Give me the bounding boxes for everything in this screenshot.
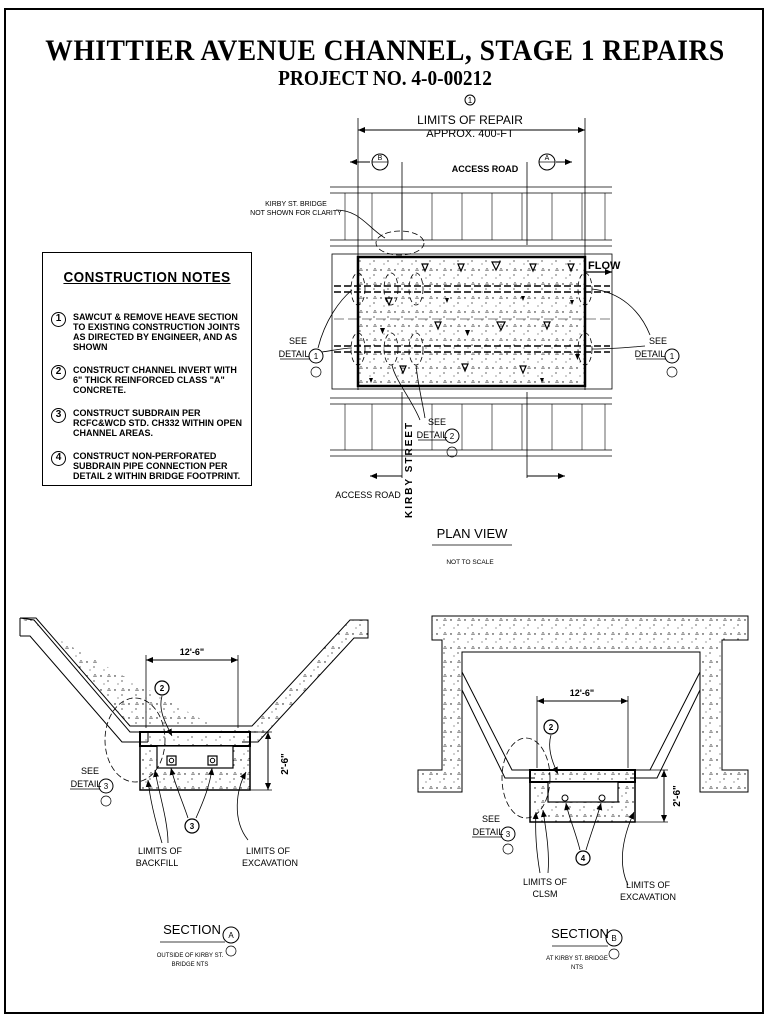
section-a-caption-2: BRIDGE NTS [172,962,209,968]
section-b-note-4: 4 [581,854,586,863]
concrete-triangles [385,261,575,375]
channel-outline [331,253,613,390]
section-b-detail-callout [501,737,551,819]
section-b-detail: DETAIL [473,827,504,837]
marker-1-text: 1 [468,96,473,105]
top-access-road [330,186,612,247]
section-a-letter: A [545,155,550,162]
project-number: PROJECT NO. 4-0-00212 [278,66,492,90]
section-a-limits-exc-1: LIMITS OF [246,846,291,856]
section-a-subdrain-left [166,755,177,766]
section-b-detail-bubble [500,826,516,842]
section-b-caption-1: AT KIRBY ST. BRIDGE [546,956,608,962]
bridge-note-line1: KIRBY ST. BRIDGE [265,201,327,208]
note-item: 4 CONSTRUCT NON-PERFORATED SUBDRAIN PIPE … [51,451,243,481]
section-a-limits-backfill-1: LIMITS OF [138,846,183,856]
note-text: CONSTRUCT SUBDRAIN PER RCFC&WCD STD. CH3… [73,408,243,438]
section-b-note-4-bubble [575,850,591,866]
section-b-note-2-bubble [543,719,559,735]
section-a-letter: A [228,931,234,940]
section-a-see: SEE [81,766,99,776]
drawing-border [4,8,764,1014]
kirby-street-label: KIRBY STREET [404,421,415,518]
section-b-letter: B [611,934,616,943]
drawing-title: WHITTIER AVENUE CHANNEL, STAGE 1 REPAIRS [45,34,725,67]
detail-2-num: 2 [450,432,455,441]
note-text: CONSTRUCT CHANNEL INVERT WITH 6" THICK R… [73,365,237,395]
bridge-note-line2: NOT SHOWN FOR CLARITY [250,210,342,217]
detail-2-bubble [444,428,460,444]
section-a-title: SECTION [163,922,221,937]
section-a-depth-dim: 2'-6" [280,753,291,775]
limits-approx-label: APPROX. 400-FT [426,128,514,140]
section-b-depth-dim: 2'-6" [672,785,683,807]
section-a-caption-1: OUTSIDE OF KIRBY ST. [157,953,224,959]
detail-1-right-num: 1 [670,352,675,361]
detail-1-left-bubble [308,348,324,364]
detail-1-right-bubble [664,348,680,364]
section-a-letter-bubble [222,926,240,944]
see-detail-1-left-see: SEE [289,336,307,346]
plan-view-title: PLAN VIEW [437,526,509,541]
section-a-limits-backfill-2: BACKFILL [136,858,179,868]
section-b-caption-2: NTS [571,965,583,971]
note-item: 1 SAWCUT & REMOVE HEAVE SECTION TO EXISTI… [51,312,243,352]
section-a-limits-exc-2: EXCAVATION [242,858,298,868]
section-a-detail-callout [104,697,166,783]
section-b-limits-exc-2: EXCAVATION [620,892,676,902]
section-b-width-dim: 12'-6" [570,688,594,698]
section-b-letter-bubble [605,929,623,947]
section-b-detail-num: 3 [506,830,511,839]
section-b-title: SECTION [551,926,609,941]
section-b-see: SEE [482,814,500,824]
section-b-limits-exc-1: LIMITS OF [626,880,671,890]
detail-1-left-num: 1 [314,352,319,361]
marker-1-circle [464,94,476,106]
limits-of-repair-label: LIMITS OF REPAIR [417,113,523,127]
section-a-detail-bubble [98,778,114,794]
note-number: 1 [51,312,66,327]
section-b-limits-clsm-2: CLSM [532,889,557,899]
see-detail-2-see: SEE [428,417,446,427]
section-a-note-2: 2 [160,684,165,693]
section-b-limits-clsm-1: LIMITS OF [523,877,568,887]
flow-label: FLOW [588,260,621,272]
note-item: 3 CONSTRUCT SUBDRAIN PER RCFC&WCD STD. CH… [51,408,243,438]
see-detail-1-right-detail: DETAIL [635,349,666,359]
see-detail-2-detail: DETAIL [417,430,448,440]
section-b: 12'-6" 2'-6" 2 4 SEE DETAIL 3 LIMITS OF … [417,615,749,971]
see-detail-1-left-detail: DETAIL [279,349,310,359]
note-item: 2 CONSTRUCT CHANNEL INVERT WITH 6" THICK … [51,365,243,395]
section-a-detail: DETAIL [71,779,102,789]
plan-view: 1 LIMITS OF REPAIR APPROX. 400-FT B A AC… [250,94,680,566]
note-number: 2 [51,365,66,380]
access-road-bottom-label: ACCESS ROAD [335,490,401,500]
section-b-note-2: 2 [549,723,554,732]
section-a-subdrain-right [207,755,218,766]
note-number: 3 [51,408,66,423]
section-a-width-dim: 12'-6" [180,647,204,657]
note-number: 4 [51,451,66,466]
note-text: SAWCUT & REMOVE HEAVE SECTION TO EXISTIN… [73,312,240,352]
concrete-solid-triangles [369,296,580,383]
see-detail-1-right-see: SEE [649,336,667,346]
section-b-pipe-left [561,794,569,802]
access-road-top-label: ACCESS ROAD [452,164,519,174]
plan-view-scale: NOT TO SCALE [446,559,494,566]
section-a-detail-num: 3 [104,782,109,791]
section-a-note-3: 3 [190,822,195,831]
section-a: 12'-6" 2'-6" 2 3 SEE DETAIL 3 LIMITS OF … [19,617,369,968]
section-a-note-2-bubble [154,680,170,696]
section-b-letter: B [378,155,383,162]
construction-notes-heading: CONSTRUCTION NOTES [63,269,231,286]
bridge-callout [375,230,425,256]
construction-notes-box: CONSTRUCTION NOTES 1 SAWCUT & REMOVE HEAV… [42,252,252,486]
bottom-access-road [330,397,612,457]
section-b-pipe-right [598,794,606,802]
subdrain-lines [334,285,610,353]
note-text: CONSTRUCT NON-PERFORATED SUBDRAIN PIPE C… [73,451,241,481]
section-a-note-3-bubble [184,818,200,834]
